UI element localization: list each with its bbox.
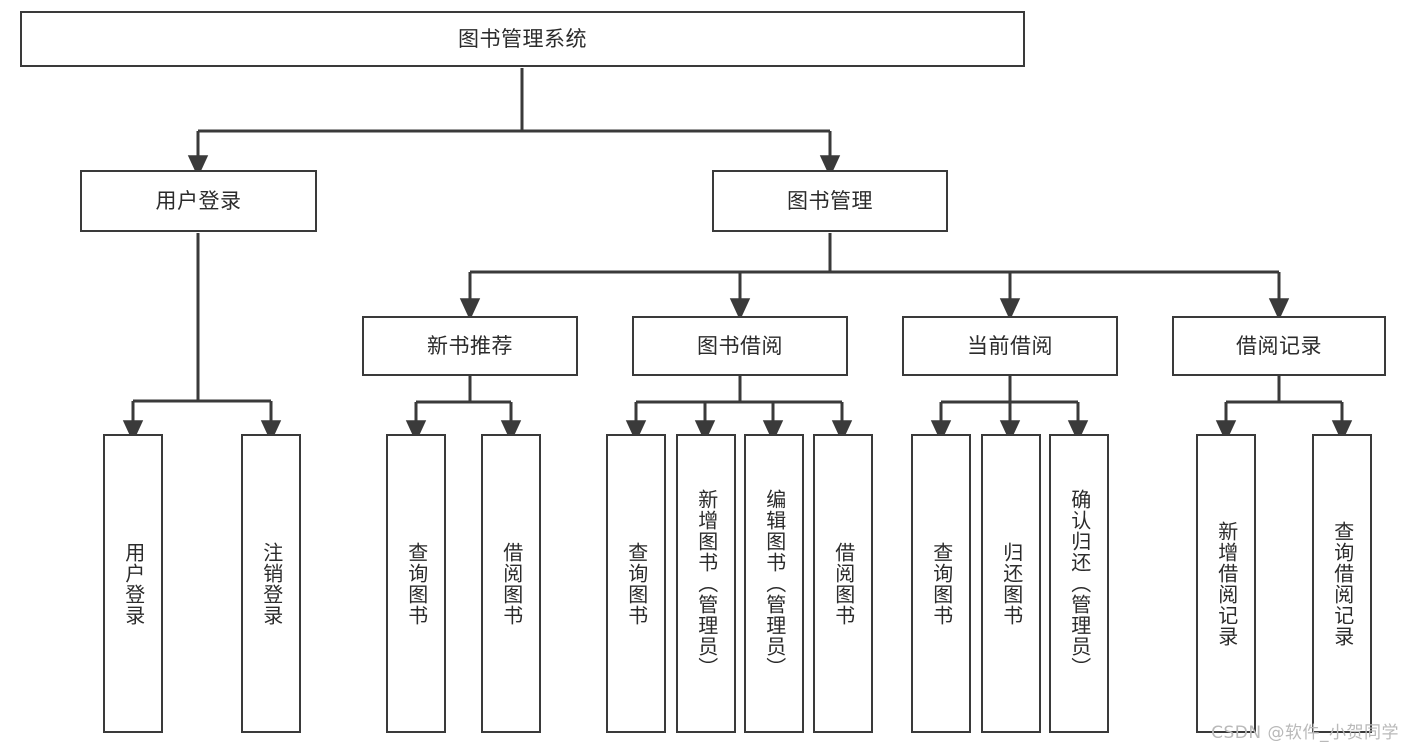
leaf-label: 用户登录: [121, 541, 146, 626]
node-book-borrow-label: 图书借阅: [697, 333, 783, 358]
node-user-login-label: 用户登录: [155, 188, 242, 213]
node-current-borrow-label: 当前借阅: [967, 333, 1053, 358]
node-root[interactable]: 图书管理系统: [20, 11, 1025, 67]
leaf-borrow-record-query-record[interactable]: 查询借阅记录: [1312, 434, 1372, 733]
leaf-label: 借阅图书: [499, 541, 524, 626]
leaf-current-borrow-confirm-return[interactable]: 确认归还（管理员）: [1049, 434, 1109, 733]
leaf-label: 归还图书: [999, 541, 1024, 626]
leaf-label: 查询借阅记录: [1330, 520, 1355, 647]
node-new-book-recommend-label: 新书推荐: [427, 333, 513, 358]
leaf-label: 确认归还（管理员）: [1067, 489, 1092, 678]
node-borrow-record[interactable]: 借阅记录: [1172, 316, 1386, 376]
leaf-user-login-logout[interactable]: 注销登录: [241, 434, 301, 733]
leaf-current-borrow-query-book[interactable]: 查询图书: [911, 434, 971, 733]
node-book-management[interactable]: 图书管理: [712, 170, 948, 232]
node-book-management-label: 图书管理: [787, 188, 873, 213]
node-current-borrow[interactable]: 当前借阅: [902, 316, 1118, 376]
leaf-borrow-record-add-record[interactable]: 新增借阅记录: [1196, 434, 1256, 733]
node-borrow-record-label: 借阅记录: [1236, 333, 1322, 358]
leaf-book-borrow-edit-book[interactable]: 编辑图书（管理员）: [744, 434, 804, 733]
leaf-label: 查询图书: [624, 541, 649, 626]
leaf-book-borrow-query-book[interactable]: 查询图书: [606, 434, 666, 733]
node-root-label: 图书管理系统: [458, 26, 587, 51]
leaf-user-login-login[interactable]: 用户登录: [103, 434, 163, 733]
leaf-label: 注销登录: [259, 541, 284, 626]
leaf-label: 查询图书: [929, 541, 954, 626]
leaf-book-borrow-borrow-book[interactable]: 借阅图书: [813, 434, 873, 733]
csdn-watermark: CSDN @软件_小贺同学: [1211, 723, 1399, 743]
leaf-label: 新增借阅记录: [1214, 520, 1239, 647]
leaf-label: 查询图书: [404, 541, 429, 626]
leaf-new-book-query-book[interactable]: 查询图书: [386, 434, 446, 733]
node-user-login[interactable]: 用户登录: [80, 170, 317, 232]
leaf-label: 借阅图书: [831, 541, 856, 626]
leaf-new-book-borrow-book[interactable]: 借阅图书: [481, 434, 541, 733]
leaf-current-borrow-return-book[interactable]: 归还图书: [981, 434, 1041, 733]
leaf-label: 新增图书（管理员）: [694, 489, 719, 678]
leaf-label: 编辑图书（管理员）: [762, 489, 787, 678]
node-new-book-recommend[interactable]: 新书推荐: [362, 316, 578, 376]
node-book-borrow[interactable]: 图书借阅: [632, 316, 848, 376]
leaf-book-borrow-add-book[interactable]: 新增图书（管理员）: [676, 434, 736, 733]
